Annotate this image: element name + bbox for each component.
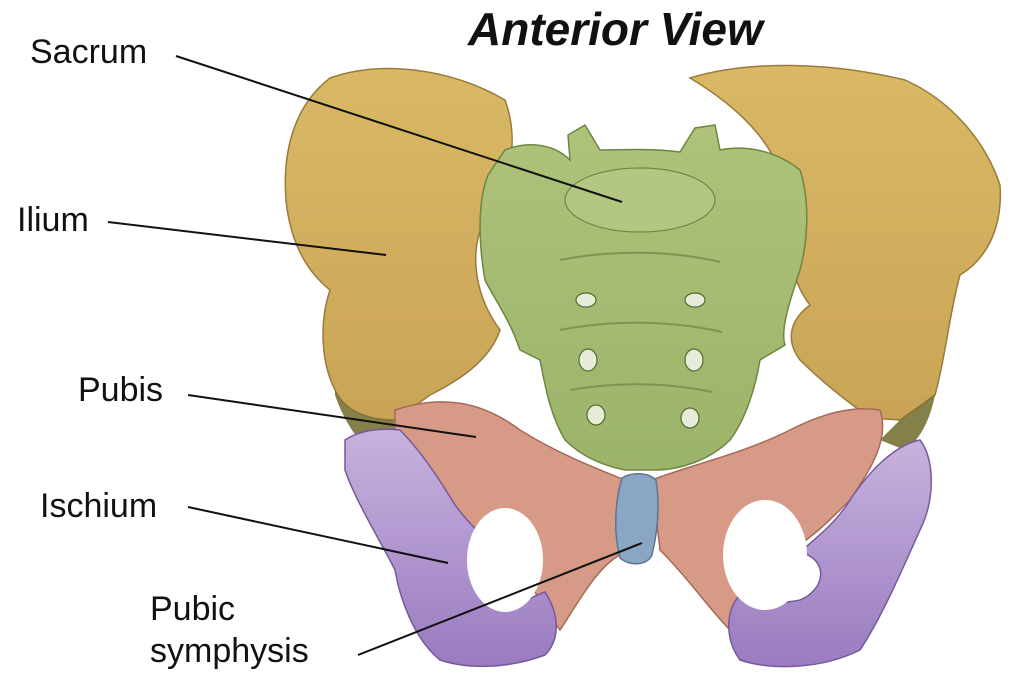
label-sacrum: Sacrum: [30, 32, 147, 72]
label-pubis: Pubis: [78, 370, 163, 410]
sacral-promontory: [565, 168, 715, 232]
sacral-foramen: [587, 405, 605, 425]
right-obturator-foramen: [723, 500, 807, 610]
sacral-foramen: [685, 349, 703, 371]
sacral-foramen: [685, 293, 705, 307]
label-ischium: Ischium: [40, 486, 157, 526]
label-pubic-symphysis-line1: Pubic: [150, 588, 309, 630]
sacral-foramen: [681, 408, 699, 428]
left-ilium: [285, 69, 512, 420]
diagram-title: Anterior View: [468, 2, 763, 56]
label-pubic-symphysis-line2: symphysis: [150, 630, 309, 672]
sacral-foramen: [576, 293, 596, 307]
label-ilium: Ilium: [17, 200, 89, 240]
sacral-foramen: [579, 349, 597, 371]
label-pubic-symphysis: Pubic symphysis: [150, 588, 309, 672]
